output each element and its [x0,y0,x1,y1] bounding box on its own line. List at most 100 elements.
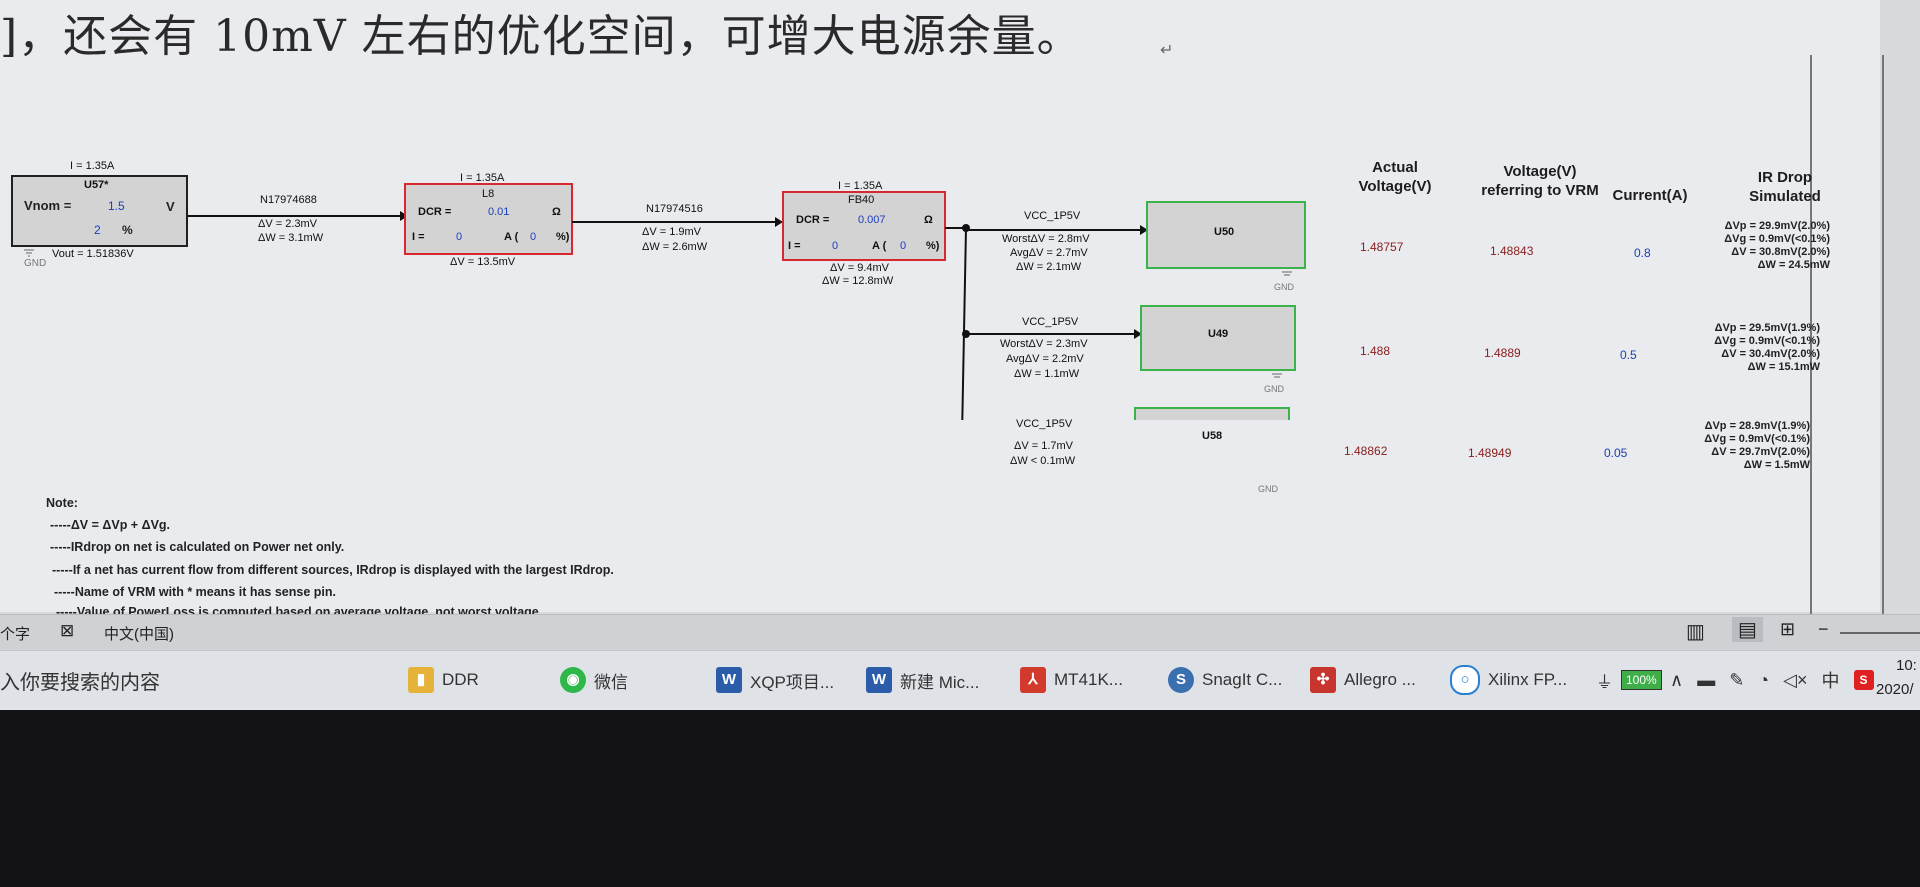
inductor-l8-box[interactable] [404,183,573,255]
vrm-vnom-value[interactable]: 1.5 [108,199,125,213]
row2-actual: 1.488 [1360,344,1391,358]
l8-i-value[interactable]: 0 [456,231,463,243]
taskbar-app-allegro[interactable]: ✣Allegro ... [1310,663,1416,697]
monitor-screen: ]，还会有 10mV 左右的优化空间，可增大电源余量。 ↵ [0,0,1920,710]
l8-ohm: Ω [552,206,561,218]
row3-current: 0.05 [1604,446,1628,460]
fb40-a-value[interactable]: 0 [900,240,907,252]
ferrite-fb40-box[interactable] [782,191,946,261]
language-indicator[interactable]: 中文(中国) [104,626,174,643]
note-title: Note: [46,496,78,510]
vrm-current: I = 1.35A [70,160,115,172]
note-line-2: -----IRdrop on net is calculated on Powe… [50,540,345,554]
header-ir-drop: IR Drop Simulated [1749,169,1821,205]
word-count[interactable]: 个字 [0,626,31,643]
l8-dv: ΔV = 13.5mV [450,256,516,268]
row2-ref: 1.4889 [1484,346,1521,360]
sink-u58-label: U58 [1202,430,1223,442]
wechat-icon: ◉ [560,667,586,693]
fb40-i-value[interactable]: 0 [832,240,839,252]
word-icon: W [866,667,892,693]
keyboard-icon[interactable]: ▬ [1697,669,1716,690]
vrm-u57-box[interactable] [11,175,188,247]
zoom-out-icon[interactable]: − [1818,619,1829,639]
branch1-dw: ΔW = 2.1mW [1016,261,1082,273]
l8-dcr-label: DCR = [418,206,452,218]
zoom-slider[interactable] [1840,632,1920,634]
vrm-vout: Vout = 1.51836V [52,248,134,260]
plug-icon: ⏚ [1596,672,1613,692]
fb40-a-label: A ( [872,240,887,252]
branch2-avg: AvgΔV = 2.2mV [1006,353,1084,365]
sogou-icon[interactable]: S [1853,670,1874,690]
net2-dv: ΔV = 1.9mV [642,226,702,238]
search-placeholder: 入你要搜索的内容 [0,671,160,694]
print-layout-icon[interactable]: ▤ [1732,617,1763,642]
vrm-gnd-label: GND [24,258,47,269]
sink-u49-box[interactable] [1140,305,1296,371]
header-voltage-ref-vrm: Voltage(V) referring to VRM [1481,163,1599,199]
row1-ir-drop: ΔVp = 29.9mV(2.0%)ΔVg = 0.9mV(<0.1%)ΔV =… [1724,220,1830,271]
l8-a-value[interactable]: 0 [530,231,537,243]
fb40-ohm: Ω [924,214,933,226]
row1-ref: 1.48843 [1490,244,1534,258]
note-line-4: -----Name of VRM with * means it has sen… [54,585,336,599]
row2-current: 0.5 [1620,348,1637,362]
l8-dcr-value[interactable]: 0.01 [488,206,510,218]
scrollbar-track[interactable] [1882,55,1884,615]
system-tray[interactable]: ∧ ▬ ✎ ◔ ◁× 中 S [1670,663,1874,697]
fb40-name: FB40 [848,194,875,206]
vrm-vnom-label: Vnom = [24,198,72,213]
arrow-icon [775,217,783,227]
volume-muted-icon[interactable]: ◁× [1783,669,1808,690]
sink-u58-box[interactable] [1134,407,1290,420]
input-method-icon[interactable]: 中 [1821,671,1840,691]
word-icon: W [716,667,742,693]
branch3-dv: ΔV = 1.7mV [1014,440,1074,452]
sink-u50-box[interactable] [1146,201,1306,269]
proofing-icon[interactable]: ⊠ [60,621,75,640]
gnd-icon [1272,373,1282,378]
row3-actual: 1.48862 [1344,444,1388,458]
web-layout-icon[interactable]: ⊞ [1780,619,1796,639]
l8-pct: %) [556,231,570,243]
chevron-up-icon[interactable]: ∧ [1670,669,1684,690]
fb40-dw: ΔW = 12.8mW [822,275,894,287]
page-edge-line [1810,55,1812,615]
read-mode-icon[interactable]: ▥ [1686,621,1705,643]
vrm-unit-v: V [166,199,175,214]
l8-name: L8 [482,188,495,200]
taskbar-app-wechat[interactable]: ◉微信 [560,663,628,697]
sink-u50-gnd: GND [1274,282,1294,292]
taskbar-app-xilinx[interactable]: ○Xilinx FP... [1450,663,1567,697]
wifi-icon[interactable]: ◔ [1758,669,1770,690]
taskbar-search[interactable]: 入你要搜索的内容 [0,663,160,697]
document-page: ]，还会有 10mV 左右的优化空间，可增大电源余量。 ↵ [0,0,1884,619]
fb40-dcr-value[interactable]: 0.007 [858,214,886,226]
battery-indicator[interactable]: ⏚100% [1596,663,1662,697]
vrm-pct-value[interactable]: 2 [94,223,101,237]
taskbar-app-pdf[interactable]: ⅄MT41K... [1020,663,1123,697]
branch3-dw: ΔW < 0.1mW [1010,455,1076,467]
net2-name: N17974516 [646,203,703,215]
branch2-worst: WorstΔV = 2.3mV [1000,338,1088,350]
net1-dw: ΔW = 3.1mW [258,232,324,244]
branch2-dw: ΔW = 1.1mW [1014,368,1080,380]
taskbar-app-ddr[interactable]: ▮DDR [408,663,479,697]
clock-time[interactable]: 10: [1896,657,1917,674]
net1-dv: ΔV = 2.3mV [258,218,318,230]
row1-current: 0.8 [1634,246,1651,260]
monitor-bezel [0,710,1920,887]
fb40-dcr-label: DCR = [796,214,830,226]
clock-date[interactable]: 2020/ [1876,681,1914,698]
branch3-net: VCC_1P5V [1016,418,1073,430]
row1-actual: 1.48757 [1360,240,1404,254]
note-line-3: -----If a net has current flow from diff… [52,563,614,577]
l8-i-label: I = [412,231,425,243]
branch1-net: VCC_1P5V [1024,210,1081,222]
pen-icon[interactable]: ✎ [1729,669,1745,690]
